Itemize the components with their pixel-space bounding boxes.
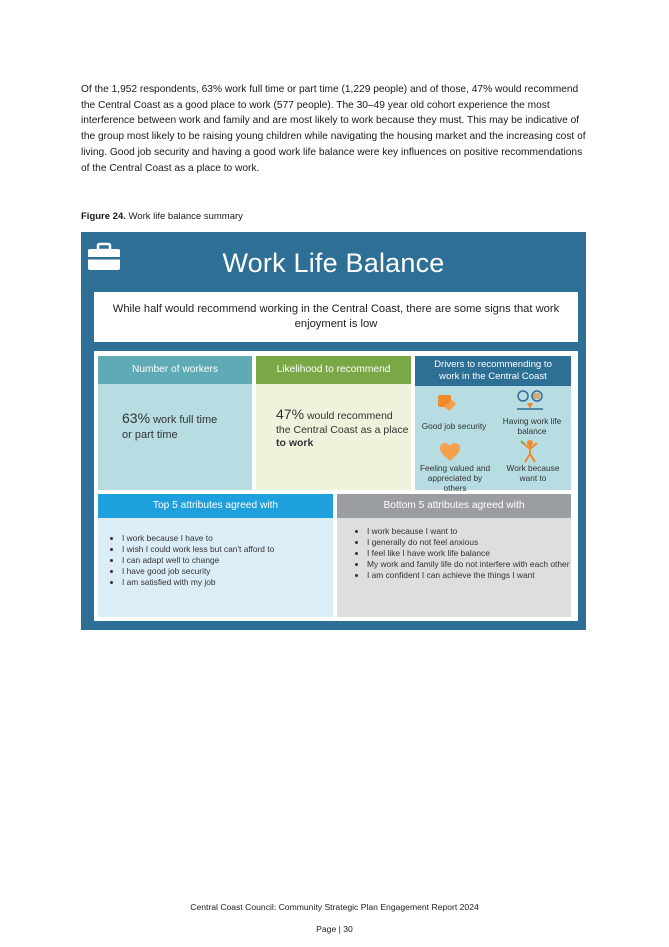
security-icon bbox=[438, 395, 456, 411]
infographic-title: Work Life Balance bbox=[222, 248, 445, 278]
list-item: I am confident I can achieve the things … bbox=[367, 570, 572, 581]
recommend-text-bold: to work bbox=[276, 437, 314, 449]
list-item: I work because I have to bbox=[122, 533, 274, 544]
recommend-header: Likelihood to recommend bbox=[256, 356, 411, 384]
footer-report-title: Central Coast Council: Community Strateg… bbox=[190, 902, 479, 912]
driver-label-1: Good job security bbox=[421, 421, 487, 431]
heart-icon bbox=[440, 443, 460, 461]
recommend-value: 47% bbox=[276, 406, 305, 422]
person-icon bbox=[520, 440, 538, 463]
workers-value: 63% bbox=[122, 410, 151, 426]
intro-paragraph: Of the 1,952 respondents, 63% work full … bbox=[81, 84, 586, 174]
driver-label-4: Work because want to bbox=[506, 463, 560, 483]
work-life-balance-infographic: Work Life Balance While half would recom… bbox=[81, 232, 586, 630]
page-number: Page | 30 bbox=[316, 924, 353, 934]
list-item: I feel like I have work life balance bbox=[367, 548, 572, 559]
recommend-panel: 47% would recommend the Central Coast as… bbox=[256, 384, 411, 490]
list-item: I generally do not feel anxious bbox=[367, 537, 572, 548]
workers-panel: 63% work full time or part time bbox=[98, 384, 252, 490]
list-item: I have good job security bbox=[122, 566, 274, 577]
bottom5-list: I work because I want to I generally do … bbox=[353, 526, 572, 581]
drivers-header: Drivers to recommending to work in the C… bbox=[415, 356, 571, 386]
panel-area: Number of workers 63% work full time or … bbox=[94, 351, 578, 621]
workers-text-line2: or part time bbox=[122, 429, 178, 441]
driver-label-3: Feeling valued and appreciated by others bbox=[419, 463, 491, 493]
list-item: I wish I could work less but can't affor… bbox=[122, 544, 274, 555]
figure-caption: Figure 24. Work life balance summary bbox=[81, 211, 243, 222]
top5-list: I work because I have to I wish I could … bbox=[108, 533, 274, 588]
list-item: I can adapt well to change bbox=[122, 555, 274, 566]
recommend-text-line1: would recommend bbox=[306, 410, 393, 422]
driver-label-2: Having work life balance bbox=[502, 416, 562, 436]
list-item: I work because I want to bbox=[367, 526, 572, 537]
recommend-text-line2: the Central Coast as a place bbox=[276, 423, 409, 436]
drivers-panel: Good job security Having work life balan… bbox=[415, 386, 571, 493]
workers-text-line1: work full time bbox=[153, 414, 218, 426]
top5-header: Top 5 attributes agreed with bbox=[98, 494, 333, 518]
infographic-subtitle: While half would recommend working in th… bbox=[94, 292, 578, 342]
figure-caption-text: Work life balance summary bbox=[128, 211, 243, 222]
list-item: I am satisfied with my job bbox=[122, 577, 274, 588]
workers-header: Number of workers bbox=[98, 356, 252, 384]
list-item: My work and family life do not interfere… bbox=[367, 559, 572, 570]
figure-label: Figure 24. bbox=[81, 211, 126, 222]
balance-icon bbox=[517, 390, 543, 410]
bottom5-header: Bottom 5 attributes agreed with bbox=[337, 494, 571, 518]
top5-panel: I work because I have to I wish I could … bbox=[98, 518, 333, 617]
briefcase-icon bbox=[88, 242, 120, 270]
bottom5-panel: I work because I want to I generally do … bbox=[337, 518, 571, 617]
